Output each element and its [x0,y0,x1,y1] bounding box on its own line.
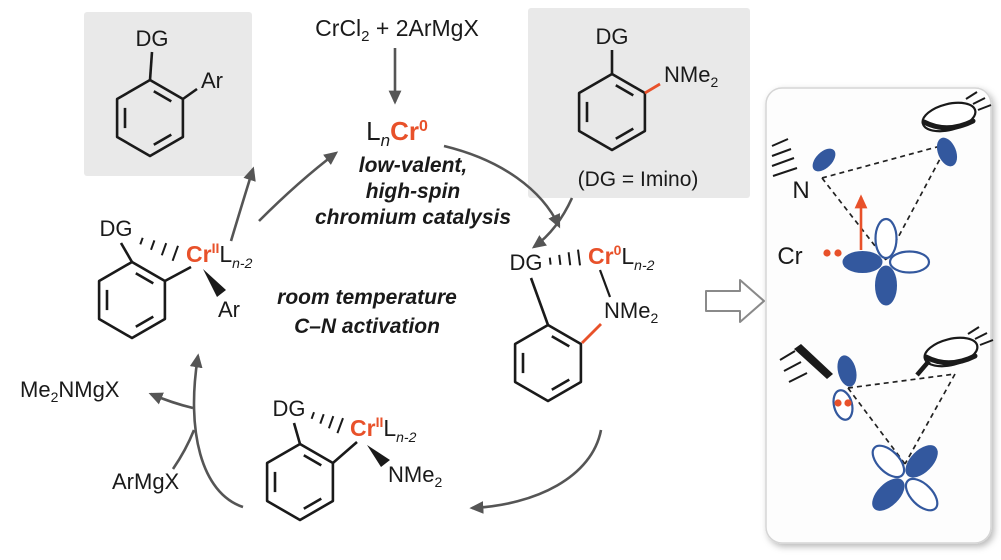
orange-caption-line3: chromium catalysis [315,206,511,229]
cycle-arrows [148,144,603,514]
solid-wedge-bond [203,269,226,297]
hash-marks [779,350,808,383]
cr-complex-label: CrIILn-2 [186,240,253,271]
product-structure: DG Ar [115,26,223,158]
amine-label: NMe2 [388,462,442,490]
c-n-bond-highlighted [644,82,661,95]
arrow-catalyst-to-coordination [443,144,561,229]
cp-ring-icon [921,91,992,133]
cp-ring-icon [915,326,994,377]
arrow-reductive-elimination-to-product [229,166,256,242]
orbital-panel-card [765,87,992,544]
dg-label: DG [136,26,169,51]
orbital-lobe-filled [872,478,905,511]
orbital-lobe-filled [837,355,857,387]
n-atom-label: N [792,177,809,204]
blue-caption-line2: C–N activation [294,315,440,338]
dg-label: DG [596,24,629,49]
orange-caption-line2: high-spin [366,180,460,203]
aryl-cr-bond [164,265,192,283]
electron-dot [834,249,842,257]
product-highlight-box [84,12,252,176]
c-n-bond-highlighted [581,323,602,344]
arrow-regenerate-catalyst [258,151,339,222]
arrow-substrate-into-cycle [531,197,574,249]
cr-n-bond [598,269,612,298]
substrate-structure: DG NMe2 (DG = Imino) [578,24,719,191]
hashed-wedge-bond [139,237,179,262]
n-lone-pair-lobe [812,148,836,172]
ar-label: Ar [201,68,223,93]
ar-bond [182,87,198,101]
cr-atom-label: Cr [777,243,802,270]
d-orbital-clover-top [842,217,931,306]
orbital-lobe-empty [904,477,939,512]
dg-ring-bond [119,242,134,263]
solid-wedge-bond [367,445,390,467]
center-annotations: low-valent, high-spin chromium catalysis… [277,154,511,338]
orbital-lobe-empty [832,389,854,421]
amine-label: NMe2 [664,62,718,90]
interaction-triangle [847,373,956,465]
orbital-lobe-empty [871,444,906,479]
d-orbital-clover-bottom [871,444,939,512]
orbital-lobe-filled [875,265,897,306]
hash-marks [771,138,798,177]
armgx-feed-line [171,429,196,470]
orbital-lobe-filled [905,445,938,478]
cr-complex-label: Cr0Ln-2 [588,242,655,273]
arrow-coordination-to-oxidative-addition [469,429,603,514]
bold-wedge-bond [794,344,833,379]
bottom-intermediate-structure: DG CrIILn-2 NMe2 [265,396,442,522]
dg-label: DG [510,250,543,275]
orbital-lobe-filled [842,251,883,273]
aryl-cr-bond [332,441,358,464]
orange-caption-line1: low-valent, [359,154,468,177]
benzene-ring [513,323,583,403]
active-catalyst-label: LnCr0 [366,116,428,150]
arrow-byproduct-release [148,392,194,410]
dg-label: DG [100,216,133,241]
benzene-ring [265,442,335,522]
substrate-highlight-box [528,8,750,198]
orbital-panel: N Cr [765,87,994,544]
benzene-ring [97,260,167,340]
dg-definition-note: (DG = Imino) [578,168,699,191]
electron-dot [844,399,852,407]
arrow-transmetalation [189,353,244,509]
hashed-wedge-bond [548,249,581,266]
dg-bond [148,51,154,81]
orbital-lobe-empty [874,217,898,260]
dg-ring-bond [529,277,550,326]
block-arrow-to-orbital-panel [705,279,765,323]
dg-ring-bond [292,422,302,445]
cp-carbon-lobe [936,137,958,167]
dg-label: DG [273,396,306,421]
electron-dot [823,249,831,257]
orbital-lobe-empty [888,250,931,274]
right-intermediate-structure: DG Cr0Ln-2 NMe2 [510,242,658,403]
orbital-diagram-bottom [779,326,994,512]
left-intermediate-structure: DG CrIILn-2 Ar [97,216,253,340]
blue-caption-line1: room temperature [277,286,457,309]
byproduct-label: Me2NMgX [20,377,120,405]
hashed-wedge-bond [310,411,344,434]
electron-dot [834,399,842,407]
amine-label: NMe2 [604,298,658,326]
nucleophile-label: ArMgX [112,469,180,494]
cr-complex-label: CrIILn-2 [350,414,417,445]
precatalyst-reagents-label: CrCl2 + 2ArMgX [315,15,479,45]
orbital-diagram-top: N Cr [771,91,992,306]
ar-label: Ar [218,297,240,322]
